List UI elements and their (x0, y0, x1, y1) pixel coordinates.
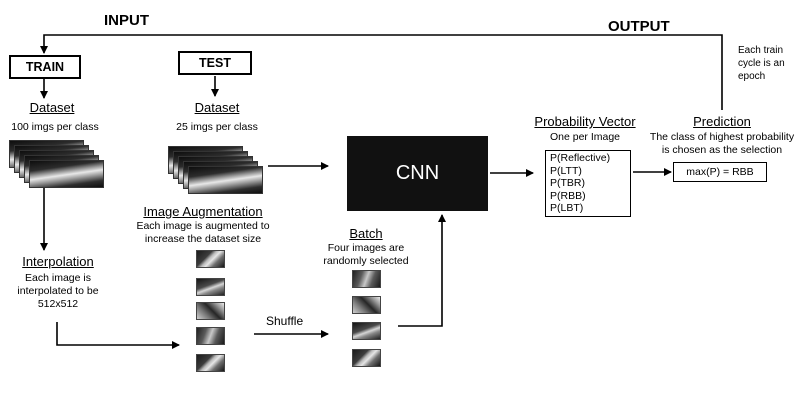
probability-vector-box: P(Reflective) P(LTT) P(TBR) P(RBB) P(LBT… (545, 150, 631, 217)
batch-image (352, 296, 381, 314)
augmented-image (196, 327, 225, 345)
epoch-note-line: epoch (738, 71, 766, 82)
batch-desc: Four images are randomly selected (323, 242, 408, 268)
interpolation-to-augmentation-arrow (56, 322, 180, 349)
augmented-image (196, 250, 225, 268)
train-box: TRAIN (9, 55, 81, 79)
dataset-image (188, 166, 263, 194)
prediction-desc-line: is chosen as the selection (661, 143, 783, 156)
probability-item: P(LTT) (550, 164, 582, 177)
output-heading: OUTPUT (608, 18, 670, 35)
augmentation-title: Image Augmentation (143, 204, 263, 219)
epoch-note: Each train cycle is an epoch (738, 44, 785, 83)
prediction-result-box: max(P) = RBB (673, 162, 767, 182)
probability-item: P(Reflective) (550, 152, 611, 164)
interpolation-desc-line: Each image is (25, 272, 91, 284)
interpolation-title: Interpolation (22, 254, 94, 269)
batch-title: Batch (349, 226, 383, 241)
probability-item: P(TBR) (550, 177, 585, 189)
prediction-desc: The class of highest probability is chos… (650, 131, 794, 156)
batch-desc-line: Four images are (327, 242, 405, 254)
probability-vector-desc: One per Image (549, 131, 621, 143)
interpolation-desc: Each image is interpolated to be 512x512 (17, 272, 98, 311)
probability-item: P(RBB) (550, 189, 586, 202)
train-dataset-title: Dataset (29, 100, 75, 115)
augmented-image (196, 302, 225, 320)
interpolation-desc-line: interpolated to be (17, 285, 99, 297)
epoch-note-line: cycle is an (738, 58, 785, 69)
test-dataset-desc: 25 imgs per class (176, 121, 258, 133)
cnn-block: CNN (347, 136, 488, 211)
batch-to-cnn-arrow (398, 214, 446, 327)
dataset-image (29, 160, 104, 188)
test-dataset-title: Dataset (194, 100, 240, 115)
batch-image (352, 322, 381, 340)
prediction-title: Prediction (693, 114, 751, 129)
augmentation-desc: Each image is augmented to increase the … (136, 220, 269, 246)
probability-vector-title: Probability Vector (534, 114, 636, 129)
augmented-image (196, 354, 225, 372)
prediction-desc-line: The class of highest probability (649, 131, 795, 143)
input-heading: INPUT (104, 12, 149, 29)
augmentation-desc-line: Each image is augmented to (136, 220, 270, 232)
shuffle-label: Shuffle (266, 314, 304, 328)
probability-item: P(LBT) (550, 202, 584, 214)
batch-desc-line: randomly selected (323, 255, 409, 267)
augmentation-desc-line: increase the dataset size (144, 233, 262, 245)
augmented-image (196, 278, 225, 296)
interpolation-desc-line: 512x512 (37, 298, 79, 310)
test-box: TEST (178, 51, 252, 75)
train-dataset-desc: 100 imgs per class (11, 121, 99, 133)
epoch-feedback-arrow (40, 34, 723, 110)
batch-image (352, 270, 381, 288)
epoch-note-line: Each train (738, 45, 784, 56)
batch-image (352, 349, 381, 367)
